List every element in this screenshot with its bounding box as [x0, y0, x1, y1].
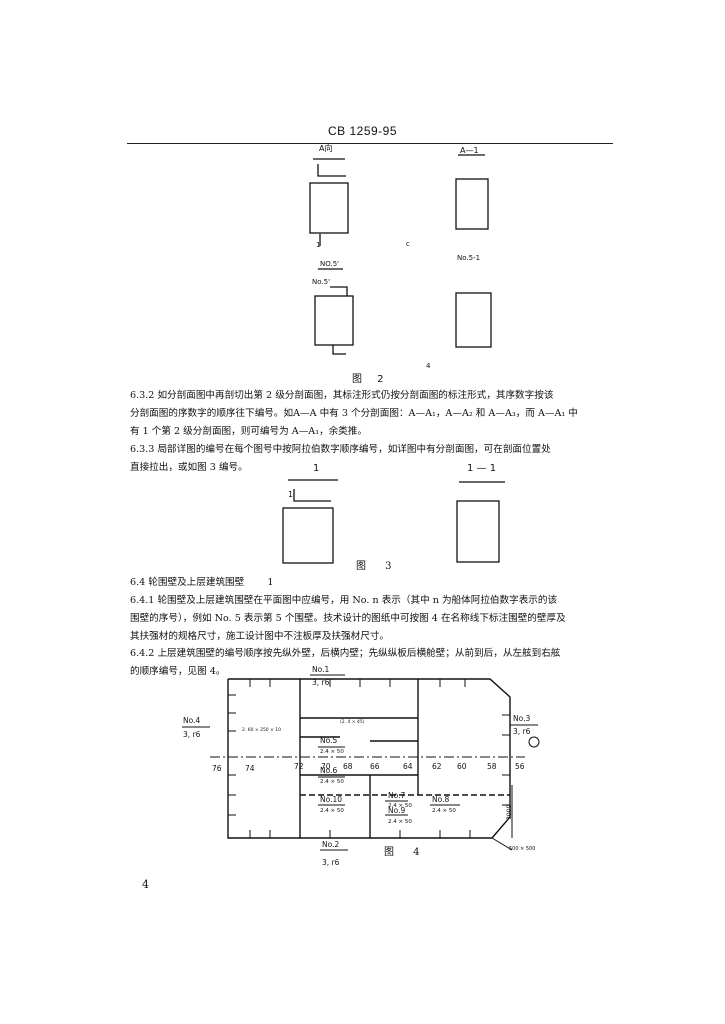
fig2-mark-4: 4: [426, 362, 431, 370]
fig4-frame-60: 60: [457, 762, 467, 771]
para-641-line-2: 围壁的序号），例如 No. 5 表示第 5 个围壁。技术设计的图纸中可按图 4 …: [130, 613, 566, 624]
fig4-no5-sub: 2.4 × 50: [320, 749, 344, 755]
fig4-annot-mid: (2. 4 × 45): [340, 719, 365, 725]
fig4-no3: No.3: [513, 714, 530, 723]
figure-4: No.1 3, r6 No.4 3, r6 No.3 3, r6 No.5 2.…: [182, 665, 540, 867]
paragraph-6-4-2: 6.4.2 上层建筑围壁的编号顺序按先纵外壁，后横内壁；先纵纵板后横舱壁；从前到…: [130, 645, 612, 681]
fig2-label-no51: No.5-1: [457, 254, 480, 262]
fig2-label-a1: A—1: [460, 146, 479, 155]
fig4-frame-58: 58: [487, 762, 497, 771]
fig4-no10-sub: 2.4 × 50: [320, 808, 344, 814]
fig4-frame-74: 74: [245, 764, 255, 773]
fig4-no7-sub: 2.4 × 50: [388, 803, 412, 809]
fig2-label-a-top: A向: [319, 143, 332, 153]
fig4-no5: No.5: [320, 736, 337, 745]
fig4-no4: No.4: [183, 716, 200, 725]
fig4-no2: No.2: [322, 840, 339, 849]
fig4-no2-sub: 3, r6: [322, 858, 340, 867]
fig4-frame-66: 66: [370, 762, 380, 771]
para-632-line-1: 6.3.2 如分剖面图中再剖切出第 2 级分剖面图，其标注形式仍按分剖面图的标注…: [130, 390, 554, 401]
fig4-no9-sub: 2.4 × 50: [388, 819, 412, 825]
section-6-4-mark: 1: [267, 577, 274, 588]
para-642-line-2: 的顺序编号，见图 4。: [130, 666, 226, 677]
fig3-label-1: 1: [313, 463, 319, 474]
section-6-4: 6.4 轮围壁及上层建筑围壁 1: [130, 574, 612, 592]
section-6-4-title: 6.4 轮围壁及上层建筑围壁: [130, 577, 245, 588]
fig4-frame-68: 68: [343, 762, 353, 771]
fig4-no6: No.6: [320, 766, 337, 775]
para-641-line-3: 其扶强材的规格尺寸，施工设计图中不注板厚及扶强材尺寸。: [130, 631, 390, 642]
fig4-dim-500: 500 × 500: [509, 846, 535, 852]
fig4-no4-sub: 3, r6: [183, 730, 201, 739]
fig4-caption: 图 4: [384, 847, 428, 858]
fig4-no8-sub: 2.4 × 50: [432, 808, 456, 814]
fig4-frame-56: 56: [515, 762, 525, 771]
fig4-frame-70: 70: [321, 762, 331, 771]
fig3-tick: 1: [288, 490, 293, 499]
fig4-frame-76: 76: [212, 764, 222, 773]
page-header: CB 1259-95: [327, 124, 398, 138]
fig3-caption: 图 3: [356, 561, 400, 572]
header-rule: [127, 143, 613, 144]
para-642-line-1: 6.4.2 上层建筑围壁的编号顺序按先纵外壁，后横内壁；先纵纵板后横舱壁；从前到…: [130, 648, 561, 659]
fig4-no8: No.8: [432, 795, 449, 804]
paragraph-6-3-3: 6.3.3 局部详图的编号在每个图号中按阿拉伯数字顺序编号，如详图中有分剖面图，…: [130, 441, 612, 477]
para-641-line-1: 6.4.1 轮围壁及上层建筑围壁在平面图中应编号，用 No. n 表示（其中 n…: [130, 595, 558, 606]
para-632-line-2: 分剖面图的序数字的顺序往下编号。如A—A 中有 3 个分剖面图：A—A₁，A—A…: [130, 408, 578, 419]
figure-2: A向 A—1 1 c NO.5' No.5' No.5-1 4 图 2: [309, 143, 492, 385]
para-632-line-3: 有 1 个第 2 级分剖面图，则可编号为 A—A₁，余类推。: [130, 426, 368, 437]
fig4-dim-3000: 3000: [506, 805, 513, 820]
fig4-no10: No.10: [320, 795, 342, 804]
paragraph-6-4-1: 6.4.1 轮围壁及上层建筑围壁在平面图中应编号，用 No. n 表示（其中 n…: [130, 592, 612, 646]
fig2-label-no5: NO.5': [320, 260, 339, 268]
fig3-label-11: 1 — 1: [467, 463, 496, 474]
fig4-frame-62: 62: [432, 762, 442, 771]
fig2-caption: 图 2: [352, 373, 390, 385]
figure-3: 1 1 — 1 1: [282, 463, 505, 564]
paragraph-6-3-2: 6.3.2 如分剖面图中再剖切出第 2 级分剖面图，其标注形式仍按分剖面图的标注…: [130, 387, 612, 441]
para-633-line-1: 6.3.3 局部详图的编号在每个图号中按阿拉伯数字顺序编号，如详图中有分剖面图，…: [130, 444, 551, 455]
page-number: 4: [142, 878, 149, 891]
fig4-no3-sub: 3, r6: [513, 727, 531, 736]
fig4-no6-sub: 2.4 × 50: [320, 779, 344, 785]
fig4-frame-64: 64: [403, 762, 413, 771]
fig4-annot-left: 2. 60 × 250 × 10: [242, 727, 281, 733]
fig4-no9: No.9: [388, 806, 405, 815]
fig2-mark-1: 1: [316, 241, 320, 249]
fig4-no1-sub: 3, r6: [312, 678, 330, 687]
fig2-mark-c: c: [406, 240, 410, 248]
fig2-label-no5-sub: No.5': [312, 278, 330, 286]
fig4-frame-72: 72: [294, 762, 304, 771]
para-633-line-2: 直接拉出，或如图 3 编号。: [130, 462, 248, 473]
fig4-no7: No.7: [388, 791, 405, 800]
fig4-no1: No.1: [312, 665, 329, 674]
